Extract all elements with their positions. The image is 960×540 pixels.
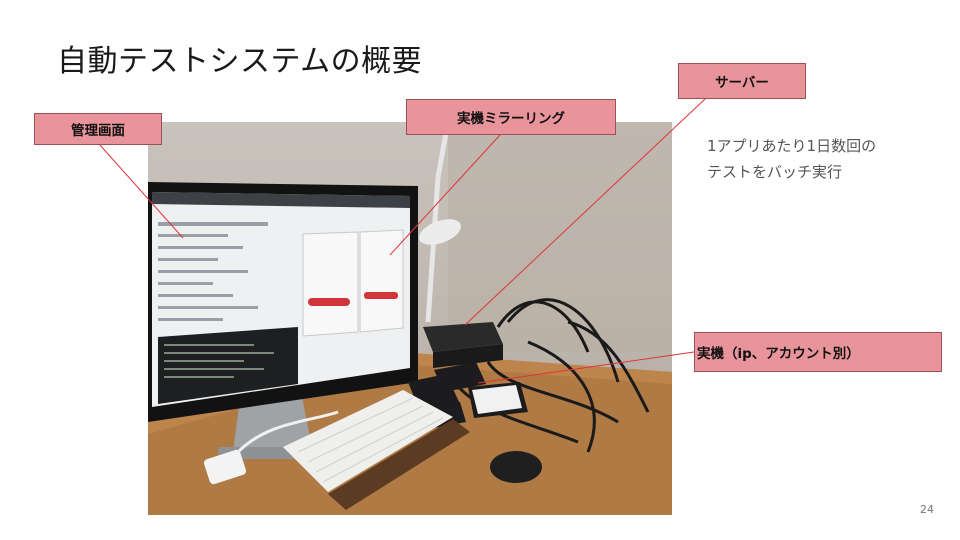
setup-photo bbox=[148, 122, 672, 515]
page-number: 24 bbox=[920, 503, 934, 516]
callout-devices: 実機（ip、アカウント別） bbox=[694, 332, 942, 372]
callout-device-mirroring: 実機ミラーリング bbox=[406, 99, 616, 135]
batch-note-line1: 1アプリあたり1日数回の bbox=[707, 137, 877, 155]
batch-note: 1アプリあたり1日数回の テストをバッチ実行 bbox=[707, 133, 876, 185]
callout-admin-panel: 管理画面 bbox=[34, 113, 162, 145]
slide-title: 自動テストシステムの概要 bbox=[57, 44, 423, 79]
callout-server: サーバー bbox=[678, 63, 806, 99]
setup-photo-illustration bbox=[148, 122, 672, 515]
batch-note-line2: テストをバッチ実行 bbox=[707, 163, 843, 181]
